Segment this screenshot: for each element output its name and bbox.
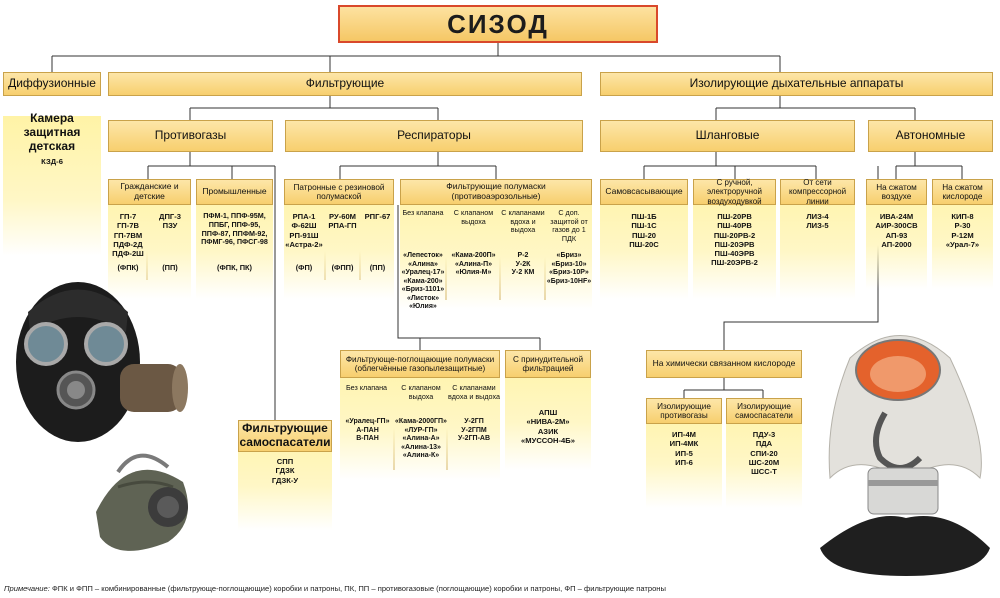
rubber-note1: (ФП) (295, 263, 313, 272)
gas-masks-header: Противогазы (108, 120, 273, 152)
half-masks-col1: «Лепесток» «Алина» «Уралец-17» «Кама-200… (401, 252, 445, 311)
gas-filter-header: Фильтрующе-поглощающие полумаски (облегч… (340, 350, 500, 378)
category-filtering: Фильтрующие (108, 72, 582, 96)
respirators-header: Респираторы (285, 120, 583, 152)
page-title: СИЗОД (338, 5, 658, 43)
gas-mask-illustration (16, 282, 188, 551)
footnote: Примечание: ФПК и ФПП – комбинированные … (4, 584, 996, 593)
self-rescuers-header: Фильтрующие самоспасатели (238, 420, 332, 452)
gas-filter-sub1: Без клапана (345, 383, 388, 392)
self-rescuers-items: СПП ГДЗК ГДЗК-У (271, 457, 299, 485)
forced-items: АПШ «НИВА-2М» АЗИК «МУССОН-4Б» (521, 408, 575, 445)
diffusion-chamber-label: Камера защитная детская (23, 111, 81, 153)
gas-filter-sub3: С клапанами вдоха и выдоха (448, 383, 500, 401)
rubber-respirators-header: Патронные с резиновой полумаской (284, 179, 394, 205)
half-masks-sub2: С клапаном выдоха (453, 208, 494, 226)
chemical-oxygen-header: На химически связанном кислороде (646, 350, 802, 378)
self-suction-items: ПШ-1Б ПШ-1С ПШ-20 ПШ-20С (629, 212, 659, 249)
compressed-air-items: ИВА-24М АИР-300СВ АП-93 АП-2000 (875, 212, 918, 249)
industrial-masks-header: Промышленные (196, 179, 273, 205)
rubber-items-col3: РПГ-67 (364, 212, 391, 221)
rubber-note2: (ФПП) (331, 263, 354, 272)
isolating-rescuers-items: ПДУ-3 ПДА СПИ-20 ШС-20М ШСС-Т (748, 430, 780, 476)
manual-header: С ручной, электроручной воздуходувкой (693, 178, 776, 206)
gas-filter-sub2: С клапаном выдоха (401, 383, 441, 401)
hose-header: Шланговые (600, 120, 855, 152)
compressed-air-header: На сжатом воздухе (866, 179, 927, 205)
half-masks-sub3: С клапанами вдоха и выдоха (501, 208, 545, 235)
isolating-hood-illustration (820, 335, 990, 576)
compressed-oxygen-header: На сжатом кислороде (932, 179, 993, 205)
compressed-oxygen-items: КИП-8 Р-30 Р-12М «Урал-7» (945, 212, 980, 249)
autonomous-header: Автономные (868, 120, 993, 152)
half-masks-sub4: С доп. защитой от газов до 1 ПДК (550, 208, 588, 243)
isolating-rescuers-header: Изолирующие самоспасатели (726, 398, 802, 424)
manual-items: ПШ-20РВ ПШ-40РВ ПШ-20РВ-2 ПШ-20ЭРВ ПШ-40… (711, 212, 758, 268)
gas-filter-col3: У-2ГП У-2ГПМ У-2ГП-АВ (457, 418, 491, 443)
gas-filter-col1: «Уралец-ГП» А-ПАН В-ПАН (345, 418, 390, 443)
category-isolating: Изолирующие дыхательные аппараты (600, 72, 993, 96)
civil-items-col2: ДПГ-3 ПЗУ (159, 212, 181, 231)
footnote-text: ФПК и ФПП – комбинированные (фильтрующе-… (51, 584, 666, 593)
gas-filter-col2: «Кама-2000ГП» «ЛУР-ГП» «Алина-А» «Алина-… (395, 418, 447, 460)
half-masks-header: Фильтрующие полумаски (противоаэрозольны… (400, 179, 592, 205)
industrial-note: (ФПК, ПК) (217, 263, 252, 272)
isolating-gas-masks-items: ИП-4М ИП-4МК ИП-5 ИП-6 (669, 430, 699, 467)
industrial-items: ПФМ-1, ППФ-95М, ППБГ, ППФ-95, ППФ-87, ПП… (201, 211, 268, 247)
compressor-header: От сети компрессорной линии (780, 178, 855, 206)
half-masks-col3: Р-2 У-2К У-2 КМ (511, 252, 535, 277)
self-suction-header: Самовсасывающие (600, 179, 688, 205)
category-diffusion: Диффузионные (3, 72, 101, 96)
compressor-items: ЛИЗ-4 ЛИЗ-5 (806, 212, 829, 231)
rubber-items-col2: РУ-60М РПА-ГП (328, 212, 357, 231)
forced-header: С принудительной фильтрацией (505, 350, 591, 378)
footnote-lead: Примечание: (4, 584, 50, 593)
diffusion-items: КЗД-6 (41, 157, 63, 166)
civil-note2: (ПП) (162, 263, 178, 272)
rubber-note3: (ПП) (369, 263, 386, 272)
isolating-gas-masks-header: Изолирующие противогазы (646, 398, 722, 424)
half-masks-sub1: Без клапана (402, 208, 444, 217)
rubber-items-col1: РПА-1 Ф-62Ш РП-91Ш «Астра-2» (285, 212, 323, 249)
diffusion-column (3, 116, 101, 256)
half-masks-col2: «Кама-200П» «Алина-П» «Юлия-М» (451, 252, 496, 277)
civil-items-col1: ГП-7 ГП-7В ГП-7ВМ ПДФ-2Д ПДФ-2Ш (112, 212, 144, 258)
civil-note1: (ФПК) (117, 263, 139, 272)
civil-masks-header: Гражданские и детские (108, 179, 191, 205)
half-masks-col4: «Бриз» «Бриз-10» «Бриз-10Р» «Бриз-10НF» (546, 252, 592, 285)
